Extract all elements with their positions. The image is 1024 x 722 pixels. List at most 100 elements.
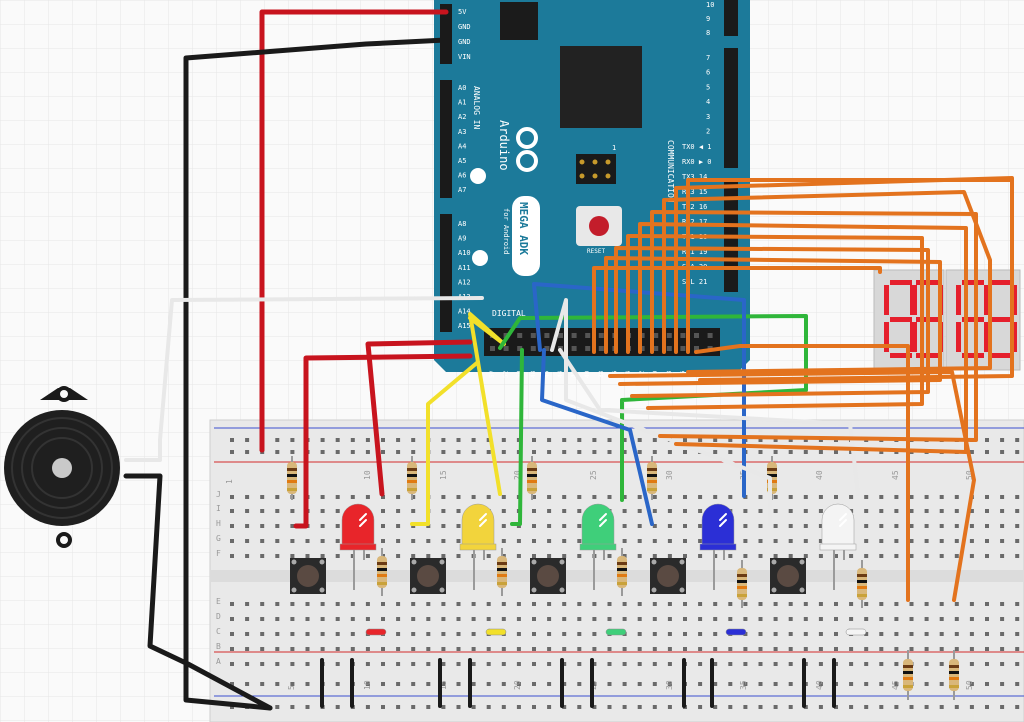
breadboard-hole[interactable]	[939, 647, 944, 651]
breadboard-hole[interactable]	[969, 554, 974, 558]
breadboard-hole[interactable]	[909, 647, 914, 651]
breadboard-hole[interactable]	[849, 554, 854, 558]
breadboard-hole[interactable]	[969, 524, 974, 528]
breadboard-hole[interactable]	[788, 662, 793, 666]
breadboard-hole[interactable]	[411, 682, 416, 686]
breadboard-hole[interactable]	[728, 438, 733, 442]
breadboard-hole[interactable]	[381, 602, 385, 606]
breadboard-hole[interactable]	[456, 524, 461, 528]
breadboard-hole[interactable]	[471, 632, 476, 636]
breadboard-hole[interactable]	[1015, 539, 1020, 543]
breadboard-hole[interactable]	[381, 524, 385, 528]
breadboard-hole[interactable]	[924, 632, 929, 636]
breadboard-hole[interactable]	[969, 450, 974, 454]
breadboard-hole[interactable]	[320, 539, 325, 543]
breadboard-hole[interactable]	[1000, 602, 1005, 606]
breadboard-hole[interactable]	[607, 450, 612, 454]
breadboard-hole[interactable]	[743, 554, 748, 558]
breadboard-hole[interactable]	[365, 617, 370, 621]
breadboard-hole[interactable]	[365, 438, 370, 442]
breadboard-hole[interactable]	[320, 554, 325, 558]
breadboard-hole[interactable]	[607, 705, 612, 709]
breadboard-hole[interactable]	[985, 617, 989, 621]
breadboard-hole[interactable]	[728, 662, 733, 666]
breadboard-hole[interactable]	[245, 450, 250, 454]
breadboard-hole[interactable]	[622, 682, 627, 686]
breadboard-hole[interactable]	[290, 602, 295, 606]
breadboard-hole[interactable]	[516, 662, 521, 666]
breadboard-hole[interactable]	[713, 617, 718, 621]
breadboard-hole[interactable]	[788, 438, 793, 442]
breadboard-hole[interactable]	[245, 509, 250, 513]
breadboard-hole[interactable]	[516, 602, 521, 606]
breadboard-hole[interactable]	[803, 438, 808, 442]
breadboard-hole[interactable]	[758, 450, 763, 454]
breadboard-hole[interactable]	[547, 647, 552, 651]
breadboard-hole[interactable]	[924, 495, 929, 499]
breadboard-hole[interactable]	[381, 647, 385, 651]
breadboard-hole[interactable]	[290, 554, 295, 558]
breadboard-hole[interactable]	[683, 539, 687, 543]
breadboard-hole[interactable]	[532, 524, 536, 528]
breadboard-hole[interactable]	[547, 617, 552, 621]
breadboard-hole[interactable]	[1000, 509, 1005, 513]
breadboard-hole[interactable]	[456, 682, 461, 686]
breadboard-hole[interactable]	[713, 662, 718, 666]
breadboard-hole[interactable]	[818, 632, 823, 636]
breadboard-hole[interactable]	[411, 617, 416, 621]
breadboard-hole[interactable]	[260, 662, 265, 666]
breadboard-hole[interactable]	[667, 495, 672, 499]
breadboard-hole[interactable]	[275, 647, 280, 651]
breadboard-hole[interactable]	[275, 705, 280, 709]
breadboard-hole[interactable]	[1015, 524, 1020, 528]
breadboard-hole[interactable]	[275, 554, 280, 558]
breadboard-hole[interactable]	[924, 705, 929, 709]
breadboard-hole[interactable]	[924, 647, 929, 651]
breadboard-hole[interactable]	[350, 632, 355, 636]
breadboard-hole[interactable]	[471, 647, 476, 651]
breadboard-hole[interactable]	[985, 495, 989, 499]
breadboard-hole[interactable]	[350, 554, 355, 558]
breadboard-hole[interactable]	[803, 539, 808, 543]
breadboard-hole[interactable]	[365, 602, 370, 606]
breadboard-hole[interactable]	[350, 647, 355, 651]
breadboard-hole[interactable]	[909, 524, 914, 528]
breadboard-hole[interactable]	[864, 647, 869, 651]
breadboard-hole[interactable]	[381, 682, 385, 686]
breadboard-hole[interactable]	[954, 632, 959, 636]
breadboard-hole[interactable]	[803, 632, 808, 636]
breadboard-hole[interactable]	[456, 647, 461, 651]
header-pin[interactable]	[653, 346, 659, 351]
breadboard-hole[interactable]	[622, 509, 627, 513]
breadboard-hole[interactable]	[230, 539, 234, 543]
breadboard-hole[interactable]	[532, 438, 536, 442]
breadboard-hole[interactable]	[758, 554, 763, 558]
header-pin[interactable]	[517, 333, 523, 338]
breadboard-hole[interactable]	[985, 509, 989, 513]
breadboard-hole[interactable]	[818, 682, 823, 686]
breadboard-hole[interactable]	[1000, 524, 1005, 528]
breadboard-hole[interactable]	[532, 705, 536, 709]
breadboard-hole[interactable]	[562, 632, 567, 636]
breadboard-hole[interactable]	[713, 682, 718, 686]
breadboard-hole[interactable]	[803, 524, 808, 528]
push-button[interactable]	[770, 558, 806, 594]
breadboard-hole[interactable]	[290, 705, 295, 709]
breadboard-hole[interactable]	[607, 662, 612, 666]
breadboard-hole[interactable]	[834, 647, 838, 651]
breadboard-hole[interactable]	[532, 647, 536, 651]
breadboard-hole[interactable]	[411, 554, 416, 558]
breadboard-hole[interactable]	[985, 705, 989, 709]
header-pin[interactable]	[666, 333, 672, 338]
breadboard-hole[interactable]	[924, 617, 929, 621]
breadboard-hole[interactable]	[501, 509, 506, 513]
breadboard-hole[interactable]	[396, 647, 401, 651]
breadboard-hole[interactable]	[562, 617, 567, 621]
breadboard-hole[interactable]	[547, 438, 552, 442]
breadboard-hole[interactable]	[939, 662, 944, 666]
breadboard-hole[interactable]	[486, 662, 491, 666]
breadboard-hole[interactable]	[652, 524, 657, 528]
breadboard-hole[interactable]	[1015, 682, 1020, 686]
breadboard-hole[interactable]	[652, 617, 657, 621]
breadboard-hole[interactable]	[834, 602, 838, 606]
